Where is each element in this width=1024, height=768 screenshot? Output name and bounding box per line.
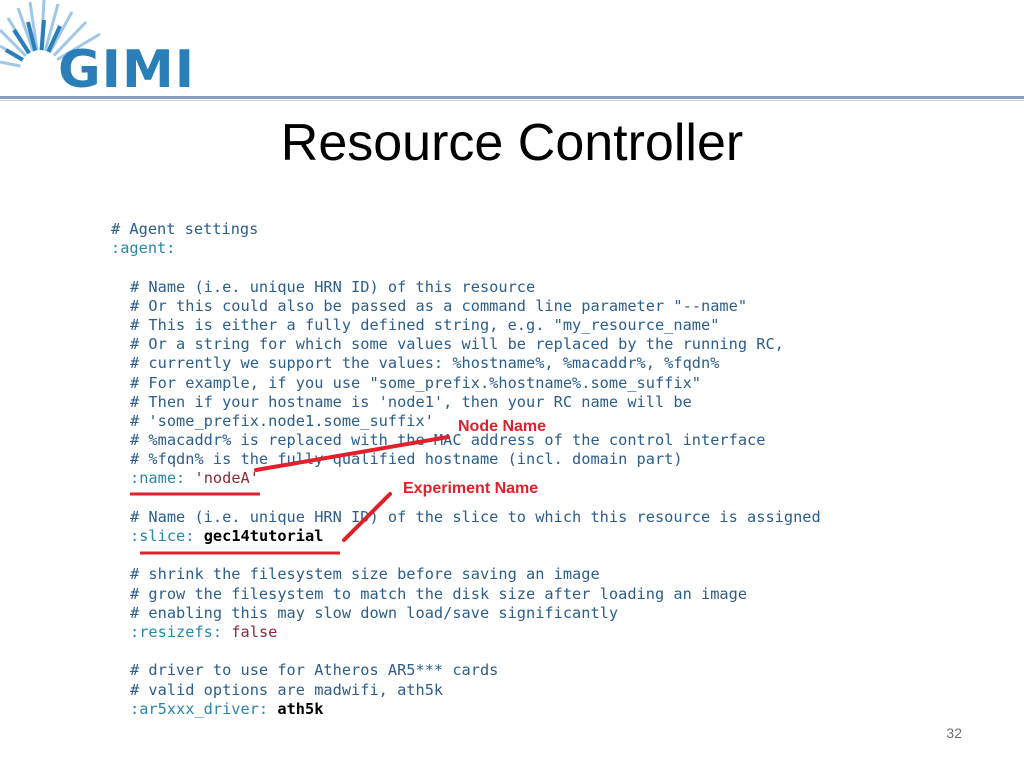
code-line: # driver to use for Atheros AR5*** cards — [130, 661, 499, 680]
code-line: # Name (i.e. unique HRN ID) of this reso… — [130, 277, 536, 296]
code-line: # Name (i.e. unique HRN ID) of the slice… — [130, 507, 821, 526]
code-line: # shrink the filesystem size before savi… — [130, 565, 600, 584]
blank-line — [111, 642, 821, 661]
gimi-logo: GIMI — [0, 0, 200, 100]
blank-line — [111, 546, 821, 565]
header-divider — [0, 96, 1024, 99]
logo-text: GIMI — [58, 40, 196, 100]
driver-value: ath5k — [277, 699, 324, 718]
code-line: # This is either a fully defined string,… — [130, 315, 720, 334]
code-line: # valid options are madwifi, ath5k — [130, 680, 444, 699]
slice-value: gec14tutorial — [203, 527, 324, 545]
code-line: # Then if your hostname is 'node1', then… — [130, 392, 692, 411]
sunburst-logo-icon — [0, 0, 101, 90]
code-line: # Or this could also be passed as a comm… — [130, 296, 748, 315]
code-line: # Agent settings — [111, 220, 259, 238]
page-number: 32 — [946, 725, 962, 741]
slice-key: :slice: — [130, 527, 195, 545]
code-line: # %fqdn% is the fully qualified hostname… — [130, 450, 683, 469]
resizefs-value: false — [231, 622, 278, 641]
resizefs-key: :resizefs: — [130, 622, 223, 641]
experiment-name-annotation: Experiment Name — [403, 480, 539, 497]
driver-key: :ar5xxx_driver: — [130, 699, 269, 718]
code-line: # For example, if you use "some_prefix.%… — [130, 373, 701, 392]
code-line: # grow the filesystem to match the disk … — [130, 584, 748, 603]
header-divider-light — [0, 100, 1024, 101]
code-line: # enabling this may slow down load/save … — [130, 603, 619, 622]
driver-setting-line: :ar5xxx_driver: ath5k — [111, 700, 821, 719]
name-setting-line: :name: 'nodeA' — [111, 469, 821, 488]
blank-line — [111, 258, 821, 277]
node-name-annotation: Node Name — [458, 418, 547, 435]
code-line: # Or a string for which some values will… — [130, 335, 784, 354]
name-value: 'nodeA' — [194, 469, 259, 488]
code-line: :agent: — [111, 239, 176, 258]
name-key: :name: — [130, 469, 186, 488]
slice-setting-line: :slice: gec14tutorial — [111, 527, 821, 546]
slide-title: Resource Controller — [280, 114, 744, 172]
code-line: # 'some_prefix.node1.some_suffix' — [130, 411, 434, 430]
config-code-block: # Agent settings :agent: # Name (i.e. un… — [111, 220, 821, 719]
resizefs-setting-line: :resizefs: false — [111, 623, 821, 642]
code-line: # currently we support the values: %host… — [130, 354, 720, 373]
